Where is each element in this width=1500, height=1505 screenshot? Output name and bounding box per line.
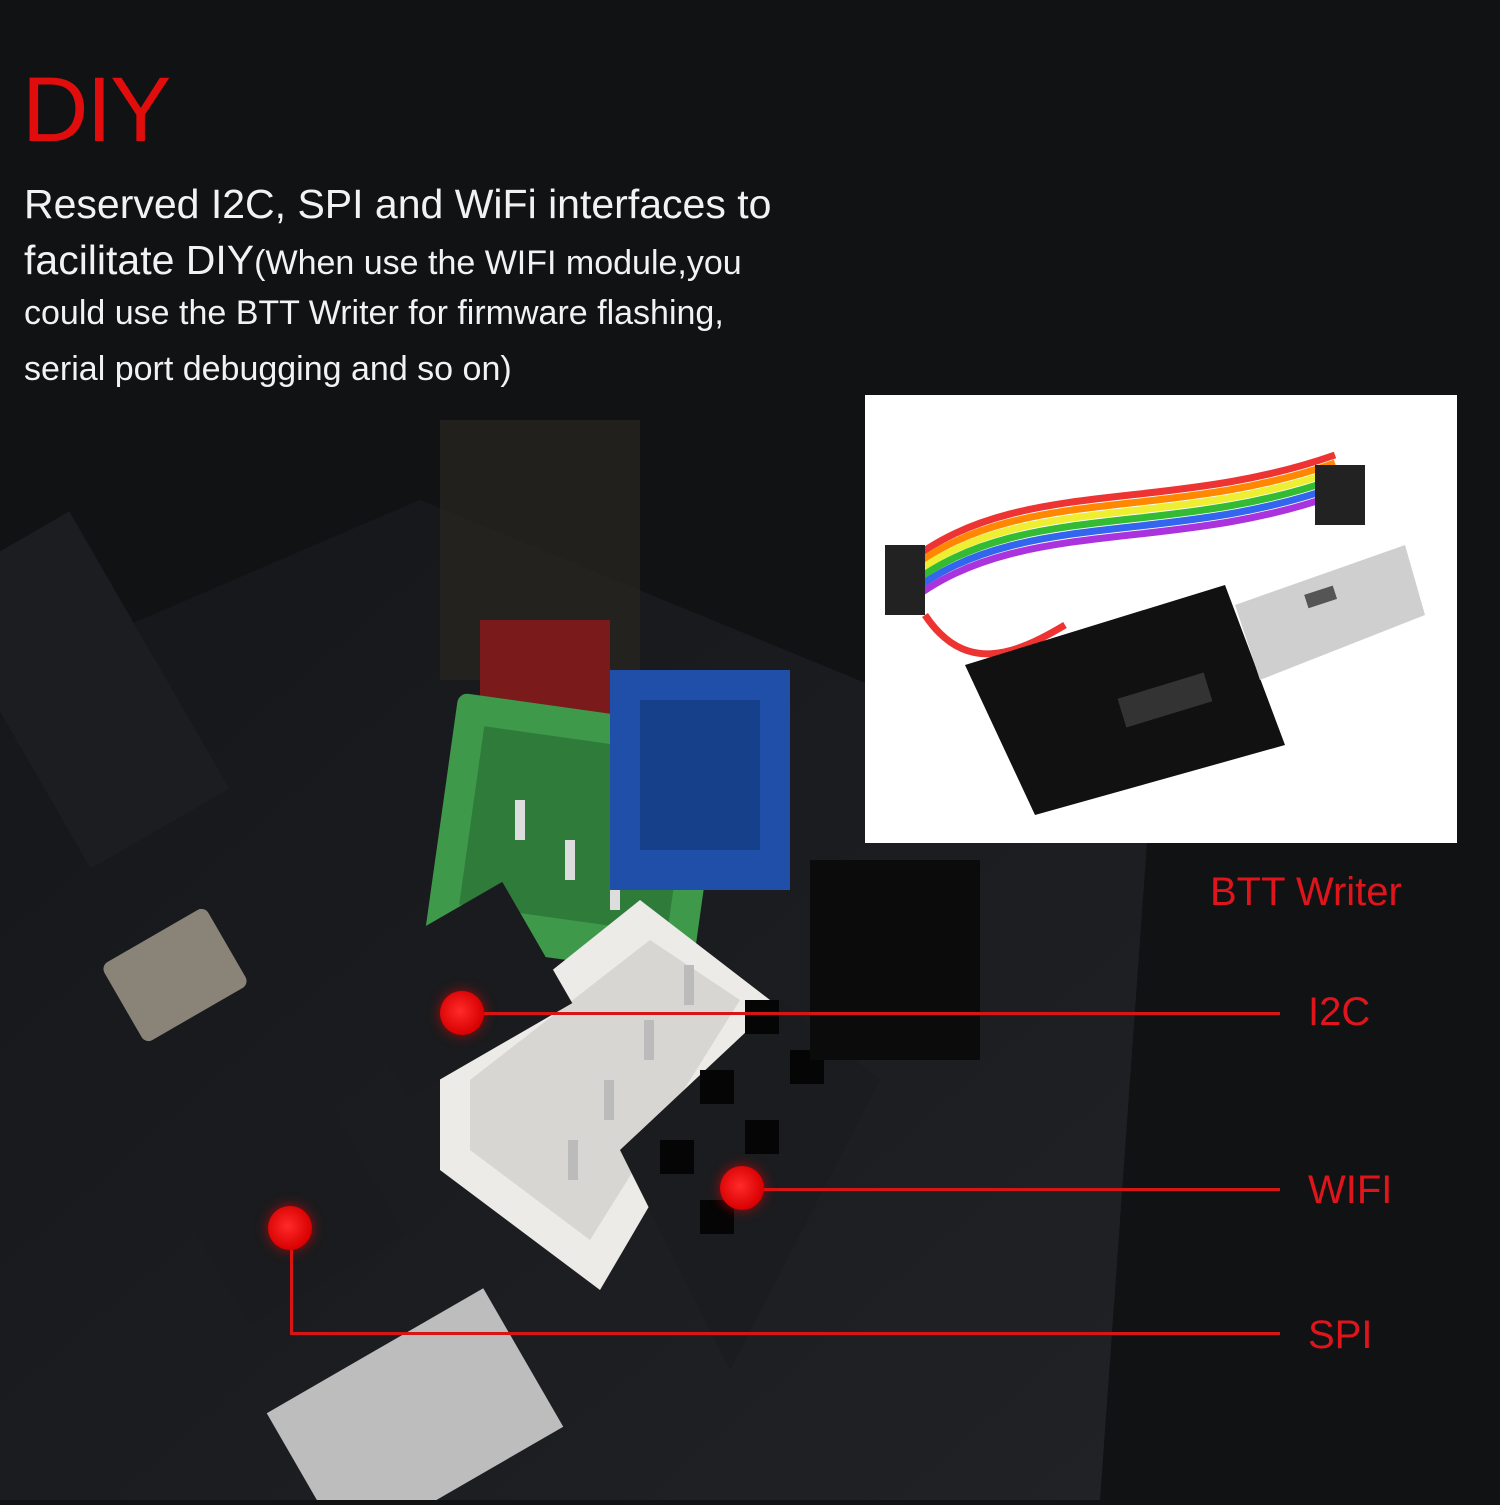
spi-label: SPI — [1308, 1313, 1373, 1357]
i2c-marker — [440, 991, 484, 1035]
description: Reserved I2C, SPI and WiFi interfaces to… — [24, 176, 904, 394]
description-line-1: Reserved I2C, SPI and WiFi interfaces to — [24, 181, 772, 227]
note-line-2: could use the BTT Writer for firmware fl… — [24, 294, 724, 332]
btt-writer-caption: BTT Writer — [1210, 870, 1402, 914]
description-line-2: facilitate DIY — [24, 237, 255, 283]
i2c-label: I2C — [1308, 990, 1371, 1034]
spi-callout-vline — [290, 1228, 293, 1334]
spi-callout-line — [290, 1332, 1280, 1335]
wifi-callout-line — [742, 1188, 1280, 1191]
diy-heading: DIY — [22, 59, 171, 161]
btt-writer-image — [865, 395, 1457, 843]
i2c-callout-line — [462, 1012, 1280, 1015]
wifi-marker — [720, 1166, 764, 1210]
spi-marker — [268, 1206, 312, 1250]
note-line-1: (When use the WIFI module,you — [254, 244, 742, 282]
wifi-label: WIFI — [1308, 1168, 1393, 1212]
note-line-3: serial port debugging and so on) — [24, 350, 512, 388]
